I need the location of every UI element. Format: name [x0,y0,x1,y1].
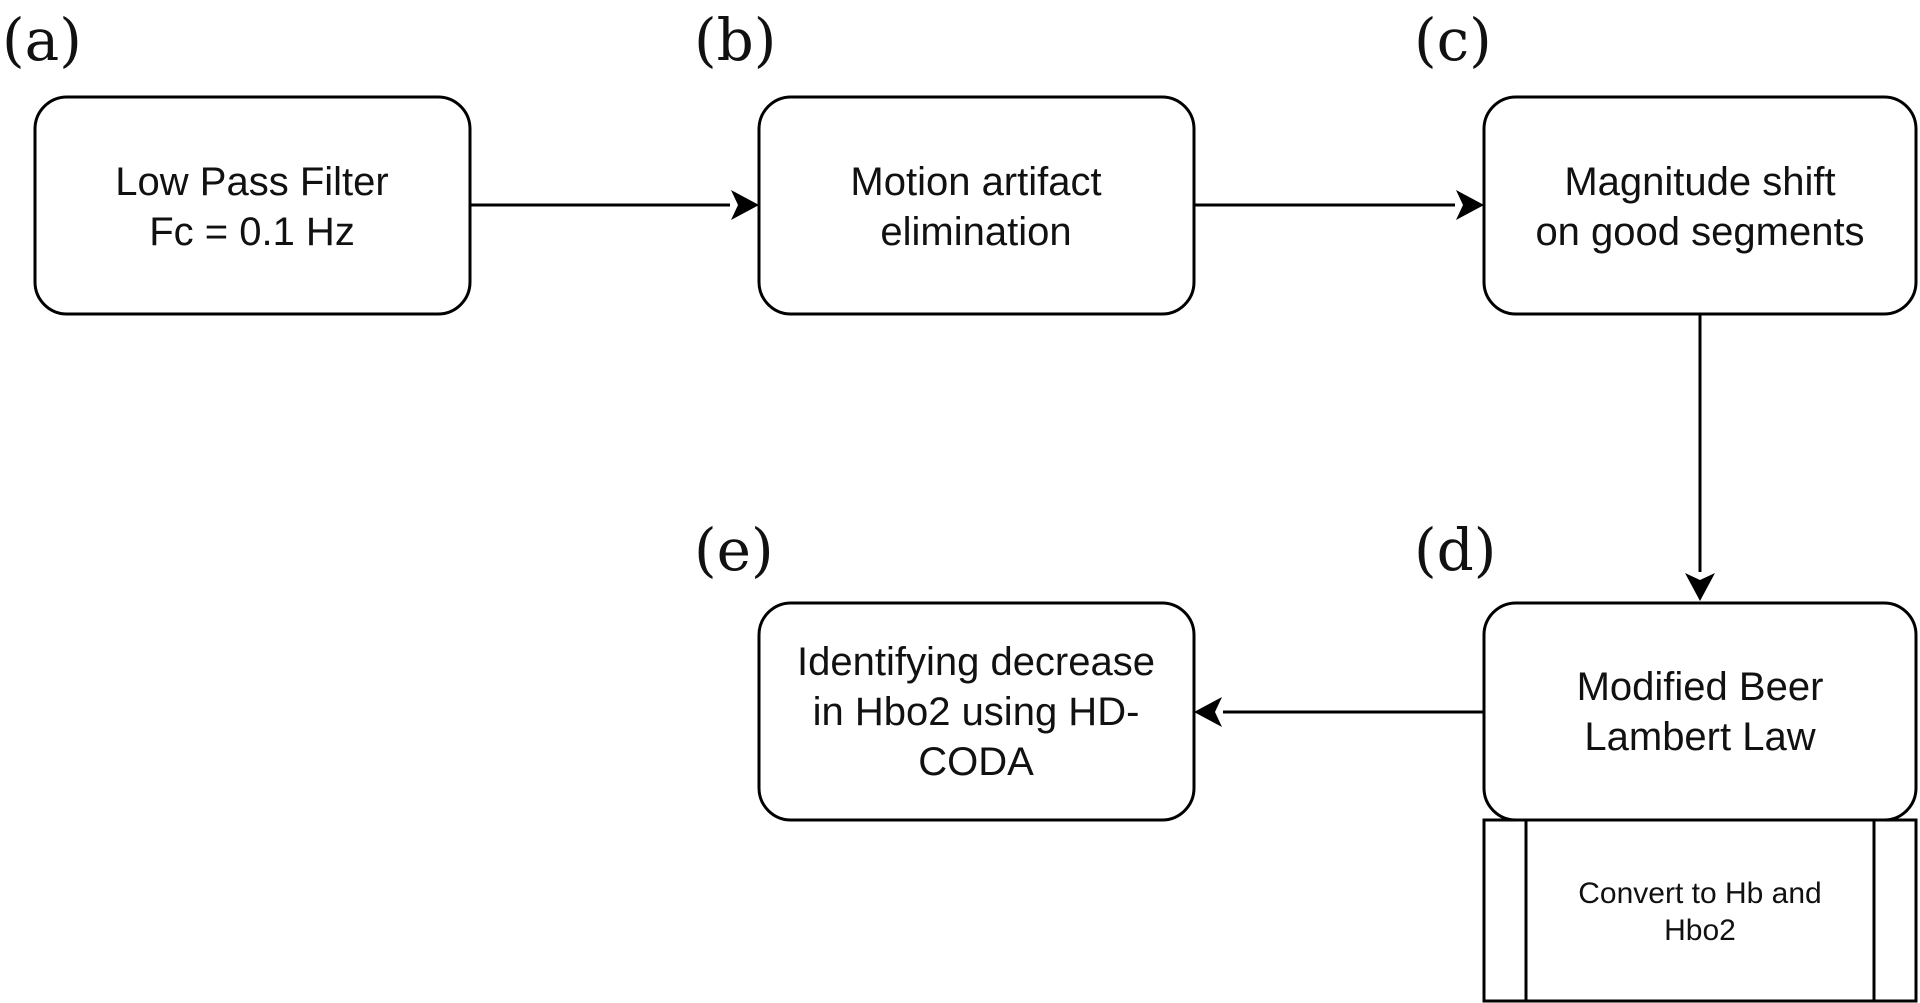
node-c-line-2: on good segments [1535,210,1864,254]
node-e-line-1: Identifying decrease [797,640,1155,684]
edge-b-to-c [1195,190,1484,220]
node-magnitude-shift: Magnitude shift on good segments [1482,95,1918,316]
step-label-e: (e) [694,516,774,584]
node-d-line-1: Modified Beer [1577,665,1824,709]
subprocess-convert-to-hb: Convert to Hb and Hbo2 [1482,818,1918,1003]
edge-a-to-b [470,190,759,220]
node-e-line-2: in Hbo2 using HD- [813,690,1140,734]
node-a-line-1: Low Pass Filter [115,160,388,204]
node-motion-artifact-elimination: Motion artifact elimination [757,95,1196,316]
subprocess-line-1: Convert to Hb and [1578,877,1821,910]
edge-c-to-d [1685,315,1715,601]
node-modified-beer-lambert-law: Modified Beer Lambert Law [1482,601,1918,822]
subprocess-line-2: Hbo2 [1664,914,1736,947]
node-identifying-decrease: Identifying decrease in Hbo2 using HD- C… [757,601,1196,822]
step-label-d: (d) [1414,516,1496,584]
node-b-line-2: elimination [880,210,1071,254]
node-d-line-2: Lambert Law [1584,715,1815,759]
node-e-line-3: CODA [918,740,1034,784]
node-c-line-1: Magnitude shift [1564,160,1835,204]
step-label-b: (b) [694,6,776,74]
step-label-a: (a) [2,6,82,74]
node-low-pass-filter: Low Pass Filter Fc = 0.1 Hz [33,95,472,316]
node-b-line-1: Motion artifact [850,160,1101,204]
step-label-c: (c) [1414,6,1492,74]
edge-d-to-e [1194,697,1484,727]
node-a-line-2: Fc = 0.1 Hz [149,210,355,254]
